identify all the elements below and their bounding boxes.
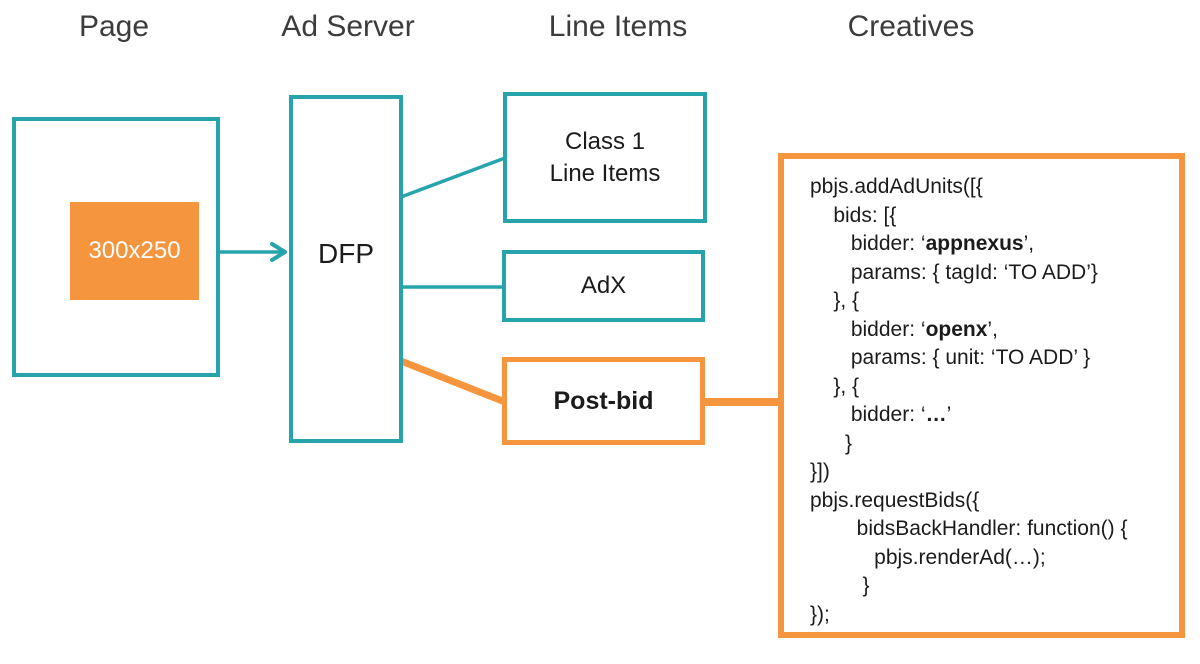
class1-label-line1: Class 1 xyxy=(564,127,646,155)
code-line: }); xyxy=(810,602,830,626)
class1-line-items-label: Class 1 Line Items xyxy=(550,126,661,190)
code-line: bidder: ‘…’ xyxy=(810,403,952,426)
code-line: }, { xyxy=(810,374,860,398)
code-line: } xyxy=(810,574,870,597)
code-line: bidder: ‘openx’, xyxy=(810,317,998,341)
ad-slot-300x250: 300x250 xyxy=(70,202,199,300)
code-line: pbjs.renderAd(…); xyxy=(810,545,1046,569)
prebid-code-snippet: pbjs.addAdUnits([{ bids: [{ bidder: ‘app… xyxy=(810,173,1169,629)
column-header-page: Page xyxy=(78,10,150,43)
code-line: params: { tagId: ‘TO ADD’} xyxy=(810,260,1098,284)
adx-label: AdX xyxy=(580,272,627,299)
postbid-box: Post-bid xyxy=(502,357,705,445)
column-header-line-items: Line Items xyxy=(548,10,688,43)
adx-box: AdX xyxy=(502,250,705,322)
code-line: params: { unit: ‘TO ADD’ } xyxy=(810,346,1091,369)
column-header-creatives: Creatives xyxy=(847,10,975,43)
code-line: }]) xyxy=(810,460,830,483)
connector-dfp-to-class1 xyxy=(400,156,506,199)
creatives-code-box: pbjs.addAdUnits([{ bids: [{ bidder: ‘app… xyxy=(778,153,1185,638)
code-line: }, { xyxy=(810,289,860,312)
ad-slot-label: 300x250 xyxy=(88,237,181,264)
code-line: pbjs.requestBids({ xyxy=(810,488,980,512)
code-line: bids: [{ xyxy=(810,203,897,227)
code-line: } xyxy=(810,431,853,455)
code-line: bidder: ‘appnexus’, xyxy=(810,232,1035,255)
connector-dfp-to-postbid xyxy=(397,357,509,406)
class1-label-line2: Line Items xyxy=(549,159,661,187)
postbid-label: Post-bid xyxy=(553,386,654,415)
dfp-box: DFP xyxy=(289,95,403,443)
code-line: bidsBackHandler: function() { xyxy=(810,517,1128,540)
code-line: pbjs.addAdUnits([{ xyxy=(810,175,983,198)
dfp-label: DFP xyxy=(318,238,374,269)
class1-line-items-box: Class 1 Line Items xyxy=(503,92,707,223)
column-header-ad-server: Ad Server xyxy=(281,10,415,43)
page-box: 300x250 xyxy=(12,117,220,377)
arrow-adslot-to-dfp-head xyxy=(270,242,287,262)
